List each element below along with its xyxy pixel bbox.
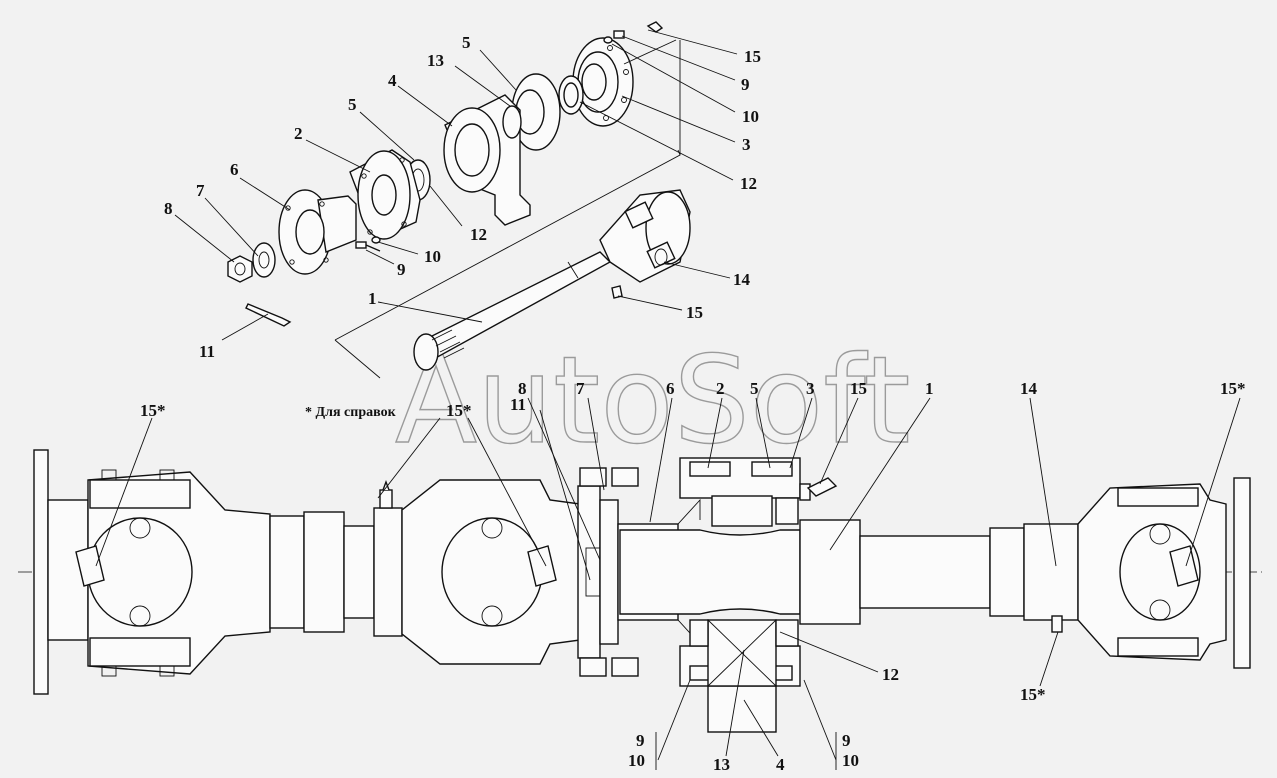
callout-13: 13	[713, 755, 730, 774]
seal-12	[558, 75, 584, 115]
callout-10: 10	[424, 247, 441, 266]
callout-12: 12	[740, 174, 757, 193]
callout-10: 10	[842, 751, 859, 770]
bearing-13	[502, 105, 522, 139]
callout-5: 5	[348, 95, 357, 114]
callout-10: 10	[742, 107, 759, 126]
callout-9: 9	[397, 260, 406, 279]
callout-9: 9	[741, 75, 750, 94]
callout-8: 8	[164, 199, 173, 218]
left-end-flange	[33, 449, 89, 695]
callout-6: 6	[230, 160, 239, 179]
callout-14: 14	[733, 270, 751, 289]
callout-11: 11	[510, 395, 526, 414]
callout-1: 1	[925, 379, 934, 398]
washer-7	[252, 242, 276, 278]
grease-nipple-15-mid	[611, 285, 623, 299]
center-shaft-1	[619, 477, 1079, 633]
section-view	[18, 397, 1262, 761]
callout-2: 2	[716, 379, 725, 398]
companion-flange-6	[278, 189, 357, 275]
callout-7: 7	[196, 181, 205, 200]
callout-12: 12	[882, 665, 899, 684]
callout-15: 15	[744, 47, 761, 66]
callout-9: 9	[636, 731, 645, 750]
bearing-housing-4	[443, 94, 531, 226]
callout-1: 1	[368, 289, 377, 308]
flange-plate-2	[349, 149, 421, 241]
washer-10-lower	[371, 236, 381, 244]
grease-nipple-15-top	[646, 21, 664, 33]
shaft-1	[413, 251, 612, 371]
left-yoke	[75, 469, 271, 677]
bolt-9-upper	[613, 30, 625, 39]
left-tube	[269, 480, 403, 637]
reference-note: * Для справок	[305, 405, 397, 420]
bearing-support-4	[679, 457, 801, 733]
callout-14: 14	[1020, 379, 1038, 398]
callout-15: 15	[850, 379, 867, 398]
castle-nut-8	[227, 255, 253, 283]
callout-15-star: 15*	[1220, 379, 1246, 398]
callout-15-star: 15*	[1020, 685, 1046, 704]
callout-7: 7	[576, 379, 585, 398]
callout-15-star: 15*	[140, 401, 166, 420]
callout-15: 15	[686, 303, 703, 322]
right-yoke	[1077, 477, 1251, 669]
callout-11: 11	[199, 342, 215, 361]
universal-joint-14	[599, 189, 691, 283]
cotter-pin-11	[245, 303, 292, 327]
washer-10-upper	[603, 36, 613, 44]
callout-5: 5	[462, 33, 471, 52]
callout-6: 6	[666, 379, 675, 398]
callout-12: 12	[470, 225, 487, 244]
callout-4: 4	[388, 71, 397, 90]
callout-3: 3	[806, 379, 815, 398]
bearing-cover-3	[572, 37, 634, 127]
callout-2: 2	[294, 124, 303, 143]
callout-9: 9	[842, 731, 851, 750]
watermark: AutoSoft	[395, 332, 910, 471]
callout-3: 3	[742, 135, 751, 154]
callout-5: 5	[750, 379, 759, 398]
callout-15-star: 15*	[446, 401, 472, 420]
ring-5-right	[511, 73, 561, 151]
exploded-view	[174, 21, 738, 379]
callout-4: 4	[776, 755, 785, 774]
callout-labels: 15 9 10 3 12 5 13 4 5 2 6 7 8 12 10 9 14…	[140, 33, 1246, 774]
callout-8: 8	[518, 379, 527, 398]
callout-10: 10	[628, 751, 645, 770]
callout-13: 13	[427, 51, 444, 70]
bolt-9-lower	[355, 241, 381, 252]
center-yoke	[401, 479, 581, 665]
